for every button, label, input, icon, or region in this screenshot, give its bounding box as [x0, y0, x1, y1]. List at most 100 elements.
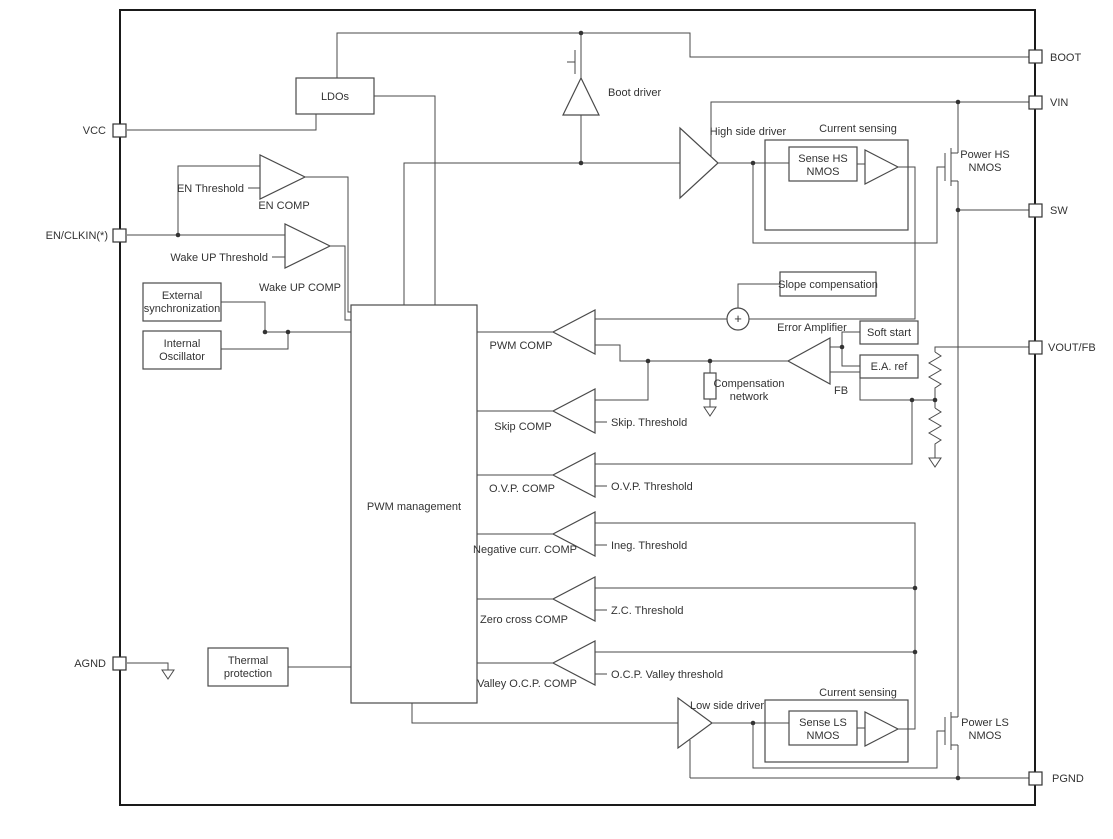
- valley-ocp-comparator: [551, 640, 596, 686]
- sense-ls-nmos-block: [788, 710, 858, 746]
- internal-osc-label-1: Internal: [164, 338, 201, 350]
- sense-ls-label-1: Sense LS: [799, 717, 847, 729]
- power-ls-label-1: Power LS: [961, 717, 1009, 729]
- high-side-driver-label: High side driver: [710, 126, 787, 138]
- pin-label-vout-fb: VOUT/FB: [1048, 342, 1096, 354]
- mosfet-symbols: [567, 33, 958, 750]
- wire-vcc-ldo: [127, 114, 317, 131]
- power-ls-label-2: NMOS: [969, 730, 1002, 742]
- wire-wake-comp: [272, 245, 351, 321]
- resistor-upper: [928, 351, 942, 390]
- sense-hs-nmos-block: [788, 146, 858, 182]
- wire-comp-outputs: [477, 331, 553, 664]
- pin-label-pgnd: PGND: [1052, 773, 1084, 785]
- wire-power-rail: [689, 101, 1029, 779]
- boot-driver-label: Boot driver: [608, 87, 662, 99]
- thermal-protection-block: [207, 647, 289, 687]
- external-sync-label-2: synchronization: [144, 303, 220, 315]
- wire-slope: [737, 283, 780, 308]
- comp-ground-icon: [703, 406, 717, 417]
- neg-curr-comp-label: Negative curr. COMP: [473, 544, 577, 556]
- pin-label-vin: VIN: [1050, 97, 1068, 109]
- error-amplifier-amp: [786, 336, 831, 386]
- pin-label-vcc: VCC: [83, 125, 106, 137]
- internal-oscillator-block: [142, 330, 222, 370]
- pin-vcc: [112, 123, 127, 138]
- soft-start-label: Soft start: [867, 327, 911, 339]
- wake-up-comparator: [284, 223, 332, 269]
- pin-pgnd: [1028, 771, 1043, 786]
- wire-cs-hs: [749, 163, 916, 320]
- summing-plus-sign: +: [734, 311, 742, 326]
- ineg-threshold-label: Ineg. Threshold: [611, 540, 687, 552]
- en-comp-label: EN COMP: [258, 200, 309, 212]
- wire-ovp: [595, 400, 913, 465]
- low-side-driver-label: Low side driver: [690, 700, 764, 712]
- wire-en-comp-out: [305, 176, 351, 313]
- wires: [127, 32, 1029, 779]
- wake-up-comp-label: Wake UP COMP: [259, 282, 341, 294]
- summing-node: [726, 307, 750, 331]
- power-hs-mosfet-icon: [944, 148, 958, 186]
- compensation-resistor: [703, 372, 717, 400]
- sense-hs-label-1: Sense HS: [798, 153, 848, 165]
- en-comparator: [259, 154, 307, 200]
- low-side-driver-amp: [677, 696, 714, 750]
- pwm-comparator: [551, 309, 596, 355]
- pin-en-clkin: [112, 228, 127, 243]
- wire-threshold-stubs: [595, 421, 607, 675]
- pin-sw: [1028, 203, 1043, 218]
- skip-comp-label: Skip COMP: [494, 421, 551, 433]
- agnd-ground-icon: [161, 669, 175, 680]
- compensation-network-label-1: Compensation: [714, 378, 785, 390]
- ovp-threshold-label: O.V.P. Threshold: [611, 481, 693, 493]
- junction-dots: [175, 30, 961, 781]
- pwm-comp-label: PWM COMP: [490, 340, 553, 352]
- divider-ground-icon: [928, 457, 942, 468]
- wire-ldo-pwm: [374, 95, 436, 305]
- ovp-comp-label: O.V.P. COMP: [489, 483, 555, 495]
- current-sensing-ls-label: Current sensing: [819, 687, 897, 699]
- sense-ls-label-2: NMOS: [807, 730, 840, 742]
- ocp-valley-threshold-label: O.C.P. Valley threshold: [611, 669, 723, 681]
- wire-oscillators: [221, 301, 351, 350]
- external-sync-label-1: External: [162, 290, 202, 302]
- boot-mosfet-icon: [567, 33, 582, 78]
- cs-hs-amp: [864, 149, 900, 185]
- pin-label-agnd: AGND: [74, 658, 106, 670]
- chip-boundary: [119, 9, 1036, 806]
- ea-ref-label: E.A. ref: [871, 361, 909, 373]
- pin-vin: [1028, 95, 1043, 110]
- wire-hs-drive: [403, 115, 680, 305]
- wake-up-threshold-label: Wake UP Threshold: [170, 252, 268, 264]
- zero-cross-comparator: [551, 576, 596, 622]
- pin-boot: [1028, 49, 1043, 64]
- wire-boot-rail: [336, 32, 1029, 78]
- ldos-label: LDOs: [321, 91, 350, 103]
- power-hs-label-1: Power HS: [960, 149, 1010, 161]
- ea-ref-block: [859, 354, 919, 379]
- sense-hs-label-2: NMOS: [807, 166, 840, 178]
- compensation-network-label-2: network: [730, 391, 769, 403]
- en-threshold-label: EN Threshold: [177, 183, 244, 195]
- power-ls-mosfet-icon: [944, 712, 958, 750]
- fb-label: FB: [834, 385, 848, 397]
- pin-agnd: [112, 656, 127, 671]
- pin-label-boot: BOOT: [1050, 52, 1081, 64]
- pin-vout-fb: [1028, 340, 1043, 355]
- negative-current-comparator: [551, 511, 596, 557]
- pwm-management-block: [350, 304, 478, 704]
- pin-label-sw: SW: [1050, 205, 1068, 217]
- wire-divider: [934, 346, 1029, 458]
- skip-threshold-label: Skip. Threshold: [611, 417, 687, 429]
- ldos-block: [295, 77, 375, 115]
- thermal-label-1: Thermal: [228, 655, 268, 667]
- high-side-driver-amp: [679, 126, 719, 200]
- error-amplifier-label: Error Amplifier: [777, 322, 847, 334]
- wire-agnd: [127, 662, 169, 670]
- external-sync-block: [142, 282, 222, 322]
- boot-driver-amp: [562, 76, 600, 116]
- pwm-management-label: PWM management: [367, 501, 461, 513]
